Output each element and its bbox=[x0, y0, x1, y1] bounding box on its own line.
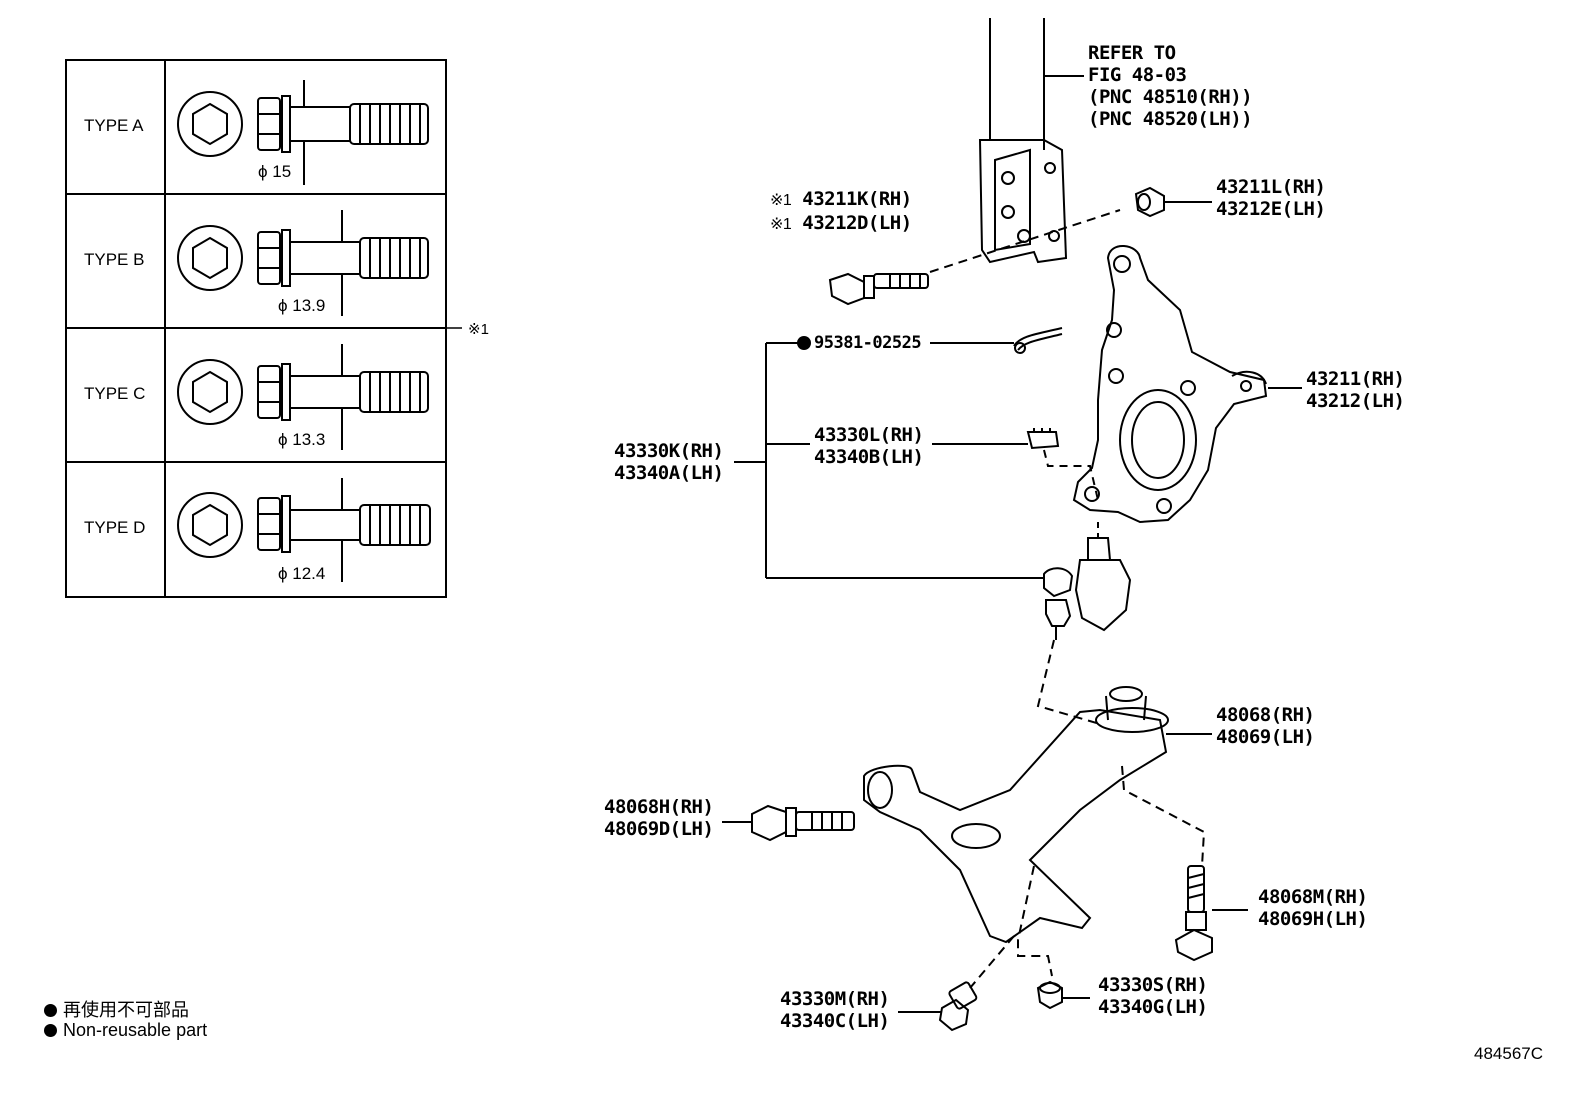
figure-id: 484567C bbox=[1474, 1044, 1544, 1063]
lower-arm bbox=[863, 686, 1212, 944]
upper-nut bbox=[1134, 186, 1212, 218]
label-upper-nut: 43211L(RH) 43212E(LH) bbox=[1216, 176, 1326, 220]
legend-bullet-icon bbox=[44, 1004, 57, 1017]
bolt-type-b bbox=[177, 210, 429, 316]
arm-bolt bbox=[722, 804, 855, 842]
ball-bolt bbox=[898, 981, 978, 1032]
type-d-diameter: ϕ 12.4 bbox=[278, 564, 326, 583]
legend-en: Non-reusable part bbox=[44, 1020, 207, 1041]
strut-assembly bbox=[978, 18, 1084, 264]
type-a-diameter: ϕ 15 bbox=[258, 162, 292, 181]
steering-knuckle bbox=[1072, 245, 1302, 524]
ball-joint bbox=[1043, 537, 1132, 640]
label-ball-bolt: 43330M(RH) 43340C(LH) bbox=[780, 988, 890, 1032]
assy-bracket bbox=[734, 342, 1044, 579]
bolt-type-d bbox=[177, 478, 431, 582]
type-table bbox=[65, 59, 462, 598]
castle-nut bbox=[932, 428, 1060, 450]
label-castle-nut: 43330L(RH) 43340B(LH) bbox=[814, 424, 924, 468]
refer-note: REFER TO FIG 48-03 (PNC 48510(RH)) (PNC … bbox=[1088, 42, 1253, 130]
type-d-label: TYPE D bbox=[84, 518, 146, 537]
bolt-type-a bbox=[177, 80, 429, 185]
legend-bullet-icon bbox=[44, 1024, 57, 1037]
type-c-label: TYPE C bbox=[84, 384, 146, 403]
table-note-mark: ※1 bbox=[468, 321, 489, 338]
legend-jp: 再使用不可部品 bbox=[44, 996, 189, 1022]
bolt-type-c bbox=[177, 344, 429, 450]
type-a-label: TYPE A bbox=[84, 116, 144, 135]
label-cotter-pin: 95381-02525 bbox=[814, 333, 922, 353]
label-ball-nut: 43330S(RH) 43340G(LH) bbox=[1098, 974, 1208, 1018]
ball-nut bbox=[1036, 980, 1090, 1010]
label-arm-bolt: 48068H(RH) 48069D(LH) bbox=[604, 796, 714, 840]
type-b-diameter: ϕ 13.9 bbox=[278, 296, 326, 315]
label-bushing: 48068(RH) 48069(LH) bbox=[1216, 704, 1315, 748]
type-c-diameter: ϕ 13.3 bbox=[278, 430, 326, 449]
label-rear-bolt: 48068M(RH) 48069H(LH) bbox=[1258, 886, 1368, 930]
label-upper-bolt: ※1 43211K(RH) ※1 43212D(LH) bbox=[770, 188, 912, 234]
cotter-pin bbox=[930, 327, 1063, 354]
label-knuckle: 43211(RH) 43212(LH) bbox=[1306, 368, 1405, 412]
label-ball-joint-assy: 43330K(RH) 43340A(LH) bbox=[614, 440, 724, 484]
type-b-label: TYPE B bbox=[84, 250, 145, 269]
upper-bolt bbox=[828, 272, 929, 306]
non-reusable-marker bbox=[797, 336, 811, 350]
rear-bolt bbox=[1174, 865, 1248, 962]
